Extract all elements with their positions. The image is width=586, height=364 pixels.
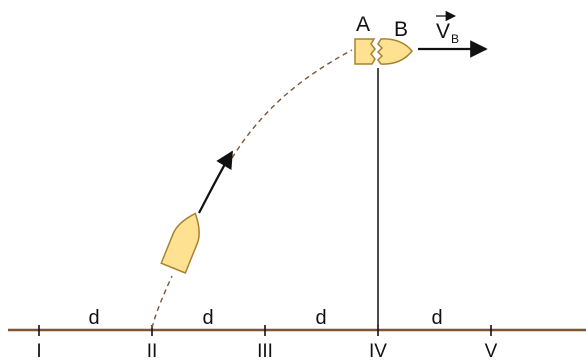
spacing-label-3: d	[315, 307, 326, 329]
velocity-subscript: B	[451, 32, 459, 46]
projectile-body	[160, 212, 200, 274]
trajectory-path-upper	[231, 49, 353, 159]
fragment-b-label: B	[394, 18, 408, 41]
tick-label-4: IV	[369, 341, 387, 359]
trajectory-path-lower	[151, 275, 173, 329]
fragment-a-label: A	[356, 13, 370, 36]
fragment-b	[376, 38, 413, 65]
spacing-label-1: d	[88, 307, 99, 329]
tick-label-2: II	[147, 341, 158, 359]
spacing-label-4: d	[431, 307, 442, 329]
velocity-label: V	[436, 20, 450, 43]
spacing-label-2: d	[202, 307, 213, 329]
tick-label-5: V	[485, 341, 498, 359]
motion-arrow	[198, 150, 233, 214]
fragment-a	[354, 38, 376, 65]
tick-label-3: III	[257, 341, 273, 359]
projectile-shell	[160, 212, 200, 274]
tick-label-1: I	[36, 341, 41, 359]
